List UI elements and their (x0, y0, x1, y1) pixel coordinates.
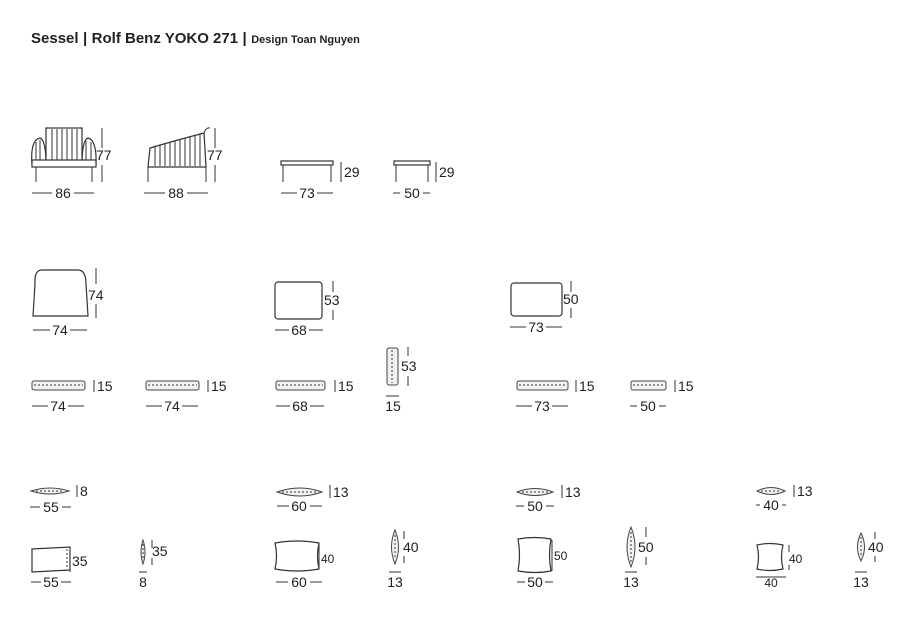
pillow-60-front-height-label: 40 (321, 552, 335, 566)
pillow-40-front-width-label: 40 (764, 576, 778, 590)
pillow-50-side-view: 50 13 (623, 525, 654, 590)
table-large-width-label: 73 (299, 185, 315, 201)
pillow-60-top-view: 13 60 (275, 484, 349, 514)
armchair-front-width-label: 86 (55, 185, 71, 201)
pillow-40-front-height-label: 40 (789, 552, 803, 566)
pillow-60-top-width-label: 60 (291, 498, 307, 514)
seat-cushion-1: 15 74 (31, 378, 113, 414)
seat-cushion-2-height-label: 15 (211, 378, 227, 394)
title-model: Rolf Benz YOKO 271 (91, 30, 239, 47)
armchair-side-depth-label: 88 (168, 185, 184, 201)
seat-cushion-1-height-label: 15 (97, 378, 113, 394)
pillow-40-side-height-label: 40 (868, 539, 884, 555)
table-cushion-small-width-label: 50 (640, 398, 656, 414)
title-separator: | (242, 30, 247, 47)
table-small-height-label: 29 (439, 164, 455, 180)
pillow-60-top-height-label: 13 (333, 484, 349, 500)
seat-cushion-2: 15 74 (145, 378, 227, 414)
ottoman-large-plan-view: 53 68 (274, 281, 340, 338)
table-cushion-large-height-label: 15 (579, 378, 595, 394)
pillow-55-top-view: 8 55 (29, 483, 88, 515)
table-large-height-label: 29 (344, 164, 360, 180)
table-cushion-large: 15 73 (516, 378, 595, 414)
pillow-40-side-view: 40 13 (853, 531, 884, 590)
table-cushion-small: 15 50 (630, 378, 694, 414)
pillow-55-side-height-label: 35 (152, 543, 168, 559)
pillow-60-side-view: 40 13 (387, 528, 419, 590)
pillow-60-side-height-label: 40 (403, 539, 419, 555)
pillow-50-side-depth-label: 13 (623, 574, 639, 590)
pillow-60-front-width-label: 60 (291, 574, 307, 590)
pillow-40-top-width-label: 40 (763, 497, 779, 513)
pillow-40-side-depth-label: 13 (853, 574, 869, 590)
table-cushion-large-width-label: 73 (534, 398, 550, 414)
armchair-front-height-label: 77 (96, 147, 112, 163)
table-top-width-label: 73 (528, 319, 544, 335)
pillow-50-top-view: 13 50 (515, 484, 581, 514)
seat-plan-depth-label: 74 (88, 287, 104, 303)
pillow-60-side-depth-label: 13 (387, 574, 403, 590)
seat-plan-view: 74 74 (32, 268, 104, 338)
pillow-40-top-view: 13 40 (755, 483, 813, 513)
seat-cushion-2-width-label: 74 (164, 398, 180, 414)
table-cushion-small-height-label: 15 (678, 378, 694, 394)
pillow-50-side-height-label: 50 (638, 539, 654, 555)
table-small-side-view: 29 50 (393, 160, 455, 201)
pillow-55-front-width-label: 55 (43, 574, 59, 590)
armchair-side-view: 77 88 (144, 127, 223, 201)
pillow-55-top-width-label: 55 (43, 499, 59, 515)
pillow-60-front-view: 40 60 (274, 540, 335, 590)
pillow-55-front-view: 35 55 (31, 546, 88, 590)
table-small-width-label: 50 (404, 185, 420, 201)
ottoman-plan-width-label: 68 (291, 322, 307, 338)
armchair-side-height-label: 77 (207, 147, 223, 163)
pillow-50-top-width-label: 50 (527, 498, 543, 514)
pillow-50-front-width-label: 50 (527, 574, 543, 590)
ottoman-cushion-width-label: 68 (292, 398, 308, 414)
title-product-type: Sessel (31, 30, 79, 47)
pillow-55-side-view: 35 8 (139, 538, 168, 590)
ottoman-cushion-side-height-label: 15 (385, 398, 401, 414)
table-top-plan-view: 50 73 (510, 281, 579, 335)
pillow-55-side-depth-label: 8 (139, 574, 147, 590)
armchair-front-view: 77 86 (31, 127, 112, 201)
table-top-depth-label: 50 (563, 291, 579, 307)
pillow-40-top-height-label: 13 (797, 483, 813, 499)
pillow-40-front-view: 40 40 (756, 542, 803, 590)
pillow-55-front-height-label: 35 (72, 553, 88, 569)
ottoman-cushion-side-depth-label: 53 (401, 358, 417, 374)
ottoman-cushion-side: 53 15 (385, 347, 417, 414)
title-separator: | (83, 30, 88, 47)
seat-cushion-1-width-label: 74 (50, 398, 66, 414)
pillow-50-top-height-label: 13 (565, 484, 581, 500)
pillow-50-front-view: 50 50 (517, 536, 568, 590)
seat-plan-width-label: 74 (52, 322, 68, 338)
pillow-50-front-height-label: 50 (554, 549, 568, 563)
title-designer: Design Toan Nguyen (251, 34, 360, 46)
pillow-55-top-height-label: 8 (80, 483, 88, 499)
table-large-side-view: 29 73 (280, 160, 360, 201)
ottoman-cushion-height-label: 15 (338, 378, 354, 394)
page-title: Sessel | Rolf Benz YOKO 271 | Design Toa… (31, 30, 360, 48)
ottoman-cushion-front: 15 68 (275, 378, 354, 414)
ottoman-plan-depth-label: 53 (324, 292, 340, 308)
